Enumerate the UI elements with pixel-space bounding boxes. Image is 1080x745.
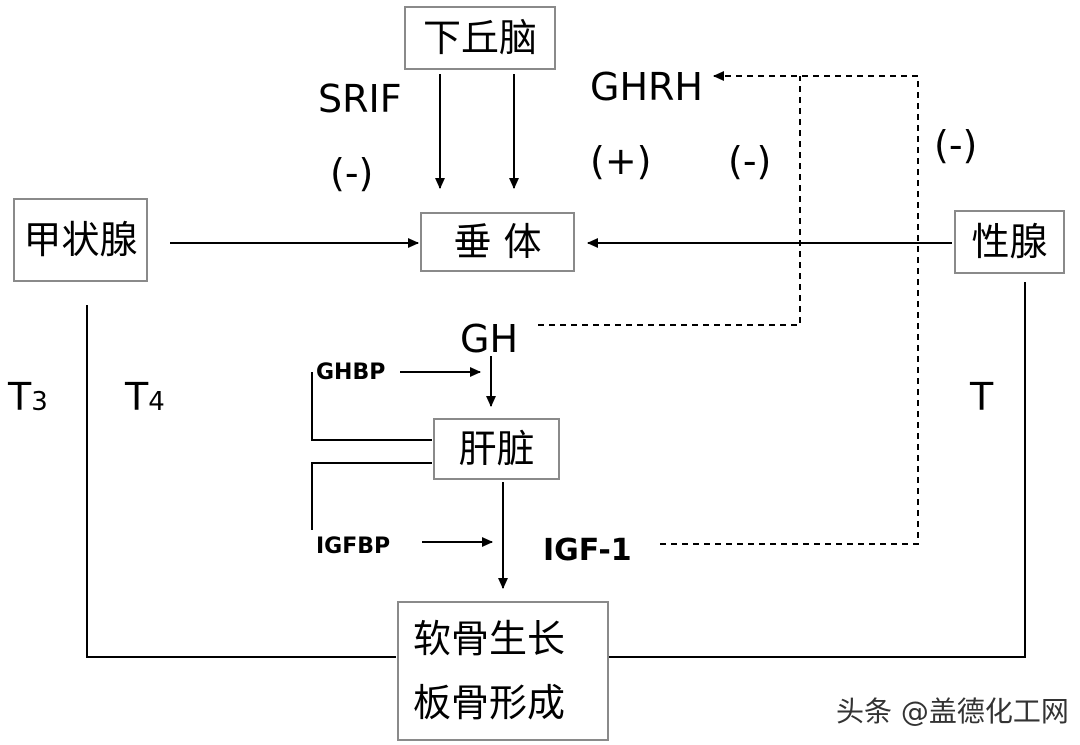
t4-label: T4 (125, 378, 165, 416)
srif-sign: (-) (330, 151, 374, 195)
t4-sub: 4 (148, 387, 165, 417)
pituitary-box: 垂 体 (420, 212, 575, 272)
hypothalamus-box: 下丘脑 (404, 6, 556, 70)
igf-feedback-sign: (-) (934, 123, 978, 167)
liver-box: 肝脏 (433, 418, 560, 480)
ghrh-label: GHRH (590, 65, 703, 109)
igf1-feedback-dashed (660, 71, 919, 545)
thyroid-box: 甲状腺 (13, 198, 148, 282)
igfbp-bracket (311, 462, 432, 530)
ghbp-label: GHBP (316, 360, 386, 385)
t3-label: T3 (8, 378, 48, 416)
gonad-box: 性腺 (954, 210, 1065, 274)
t4-main: T (125, 375, 149, 419)
cartilage-box: 软骨生长 板骨形成 (397, 601, 609, 741)
watermark-text: 头条 @盖德化工网 (836, 695, 1069, 728)
gh-feedback-dashed (538, 76, 801, 326)
thyroid-to-cartilage-line (86, 305, 396, 658)
gh-feedback-sign: (-) (728, 139, 772, 183)
igf1-label: IGF-1 (543, 533, 632, 568)
pituitary-label: 垂 体 (453, 220, 542, 264)
t3-sub: 3 (31, 387, 48, 417)
cartilage-line-1: 软骨生长 (413, 617, 566, 661)
igfbp-label: IGFBP (316, 534, 391, 559)
hypothalamus-label: 下丘脑 (422, 16, 537, 60)
t3-main: T (8, 375, 32, 419)
gh-label: GH (460, 317, 519, 361)
gonad-label: 性腺 (971, 220, 1048, 264)
thyroid-label: 甲状腺 (23, 218, 138, 262)
gonad-to-cartilage-line (608, 282, 1026, 658)
cartilage-line-2: 板骨形成 (413, 681, 566, 725)
srif-label: SRIF (318, 77, 402, 121)
t-label: T (970, 375, 994, 419)
ghbp-bracket (311, 372, 432, 441)
liver-label: 肝脏 (458, 427, 535, 471)
ghrh-sign: (+) (590, 139, 652, 183)
